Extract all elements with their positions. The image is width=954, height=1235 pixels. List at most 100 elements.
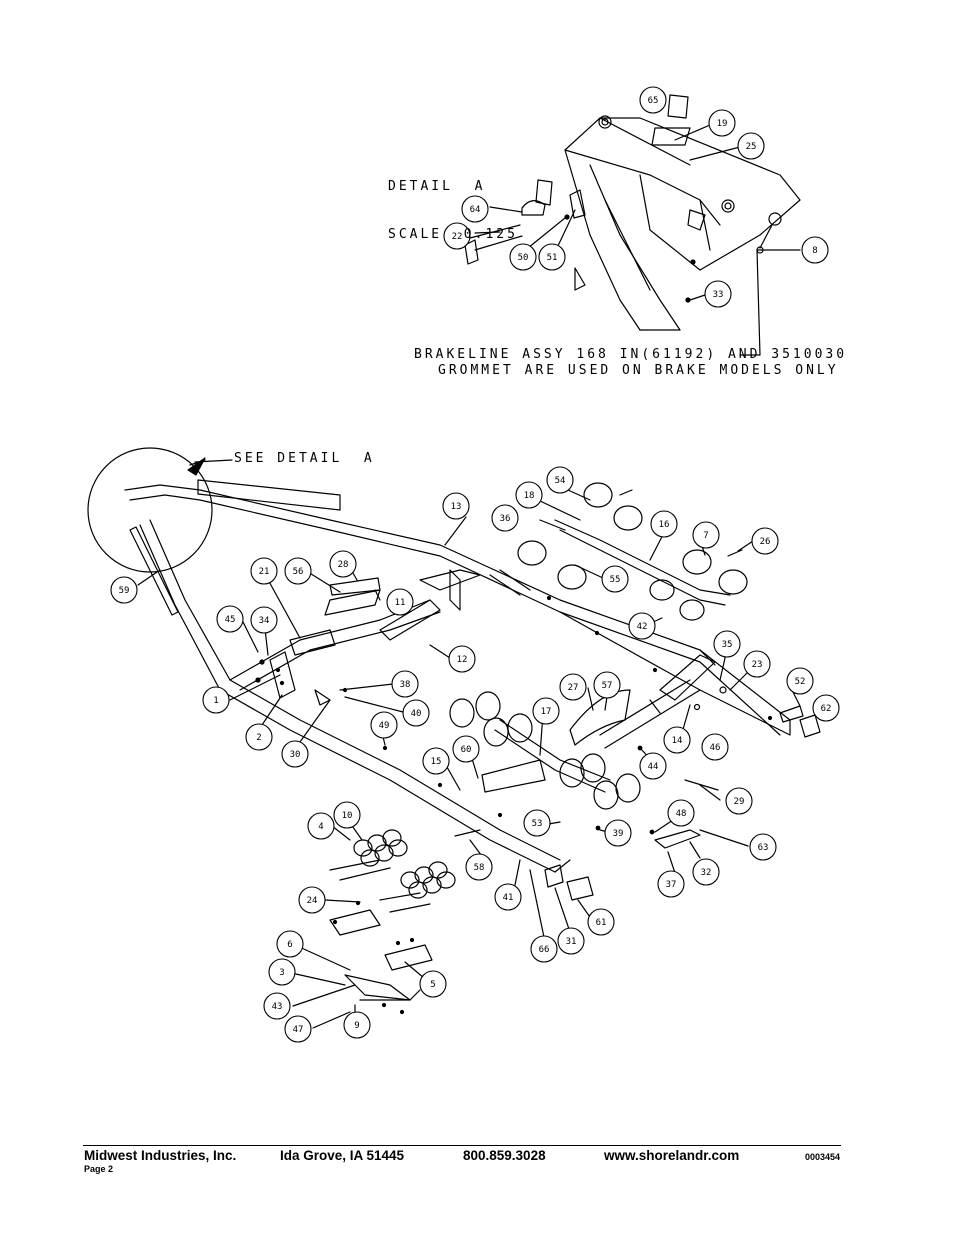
callout-3: 3 <box>268 958 296 986</box>
callout-19: 19 <box>708 109 736 137</box>
callout-number: 41 <box>503 893 514 903</box>
callout-circle <box>422 747 450 775</box>
callout-number: 14 <box>672 736 683 746</box>
callout-number: 40 <box>411 709 422 719</box>
callout-circle <box>650 510 678 538</box>
callout-number: 63 <box>758 843 769 853</box>
callout-4: 4 <box>307 812 335 840</box>
callout-circle <box>391 670 419 698</box>
callout-60: 60 <box>452 735 480 763</box>
callout-11: 11 <box>386 588 414 616</box>
callout-number: 30 <box>290 750 301 760</box>
callout-circle <box>284 557 312 585</box>
callout-circle <box>268 958 296 986</box>
callout-circle <box>557 927 585 955</box>
callout-50: 50 <box>509 243 537 271</box>
callout-number: 9 <box>354 1021 359 1031</box>
callout-8: 8 <box>801 236 829 264</box>
callout-52: 52 <box>786 667 814 695</box>
callout-37: 37 <box>657 870 685 898</box>
callout-circle <box>639 752 667 780</box>
callout-53: 53 <box>523 809 551 837</box>
callout-circle <box>530 935 558 963</box>
callout-number: 31 <box>566 937 577 947</box>
callout-number: 66 <box>539 945 550 955</box>
callout-circle <box>713 630 741 658</box>
callout-circle <box>343 1011 371 1039</box>
callout-35: 35 <box>713 630 741 658</box>
callout-circle <box>801 236 829 264</box>
callout-circle <box>370 711 398 739</box>
callout-1: 1 <box>202 686 230 714</box>
callout-25: 25 <box>737 132 765 160</box>
callout-number: 46 <box>710 743 721 753</box>
callout-number: 37 <box>666 880 677 890</box>
callout-number: 7 <box>703 531 708 541</box>
callout-number: 22 <box>452 232 463 242</box>
callout-5: 5 <box>419 970 447 998</box>
callout-number: 59 <box>119 586 130 596</box>
callout-number: 47 <box>293 1025 304 1035</box>
callout-40: 40 <box>402 699 430 727</box>
callout-number: 44 <box>648 762 659 772</box>
callout-circle <box>494 883 522 911</box>
callout-14: 14 <box>663 726 691 754</box>
callout-number: 25 <box>746 142 757 152</box>
detail-a-title: DETAIL A SCALE 0.125 <box>388 147 518 259</box>
main-frame-drawing <box>87 447 821 1029</box>
callout-number: 1 <box>213 696 218 706</box>
callout-circle <box>601 565 629 593</box>
callout-circle <box>812 694 840 722</box>
callout-21: 21 <box>250 557 278 585</box>
footer-company: Midwest Industries, Inc. <box>84 1148 237 1163</box>
callout-circle <box>743 650 771 678</box>
callout-circle <box>538 243 566 271</box>
callout-circle <box>452 735 480 763</box>
callout-circle <box>737 132 765 160</box>
callout-circle <box>443 222 471 250</box>
callout-number: 35 <box>722 640 733 650</box>
callout-number: 3 <box>279 968 284 978</box>
callout-circle <box>263 992 291 1020</box>
callout-17: 17 <box>532 697 560 725</box>
callout-circle <box>281 740 309 768</box>
callout-circle <box>628 612 656 640</box>
callout-number: 49 <box>379 721 390 731</box>
callout-39: 39 <box>604 819 632 847</box>
callout-29: 29 <box>725 787 753 815</box>
callout-42: 42 <box>628 612 656 640</box>
brake-note-line2: GROMMET ARE USED ON BRAKE MODELS ONLY <box>438 363 839 378</box>
callout-circle <box>725 787 753 815</box>
callout-33: 33 <box>704 280 732 308</box>
callout-34: 34 <box>250 606 278 634</box>
callout-circle <box>509 243 537 271</box>
callout-number: 50 <box>518 253 529 263</box>
callout-circle <box>667 799 695 827</box>
footer-location: Ida Grove, IA 51445 <box>280 1148 405 1163</box>
callout-24: 24 <box>298 886 326 914</box>
callout-number: 17 <box>541 707 552 717</box>
callout-44: 44 <box>639 752 667 780</box>
callout-circle <box>604 819 632 847</box>
callout-59: 59 <box>110 576 138 604</box>
callout-circle <box>663 726 691 754</box>
footer-rule <box>83 1145 841 1146</box>
detail-a-drawing <box>464 94 801 356</box>
callout-circle <box>751 527 779 555</box>
callout-number: 19 <box>717 119 728 129</box>
callout-62: 62 <box>812 694 840 722</box>
callout-circle <box>402 699 430 727</box>
callout-49: 49 <box>370 711 398 739</box>
callout-2: 2 <box>245 723 273 751</box>
callout-number: 65 <box>648 96 659 106</box>
callout-number: 57 <box>602 681 613 691</box>
detail-title-line1: DETAIL A <box>388 179 486 194</box>
callout-22: 22 <box>443 222 471 250</box>
detail-title-line2: SCALE 0.125 <box>388 227 518 242</box>
callout-12: 12 <box>448 645 476 673</box>
callout-41: 41 <box>494 883 522 911</box>
callout-number: 2 <box>256 733 261 743</box>
callout-circle <box>657 870 685 898</box>
callout-circle <box>639 86 667 114</box>
callout-number: 61 <box>596 918 607 928</box>
